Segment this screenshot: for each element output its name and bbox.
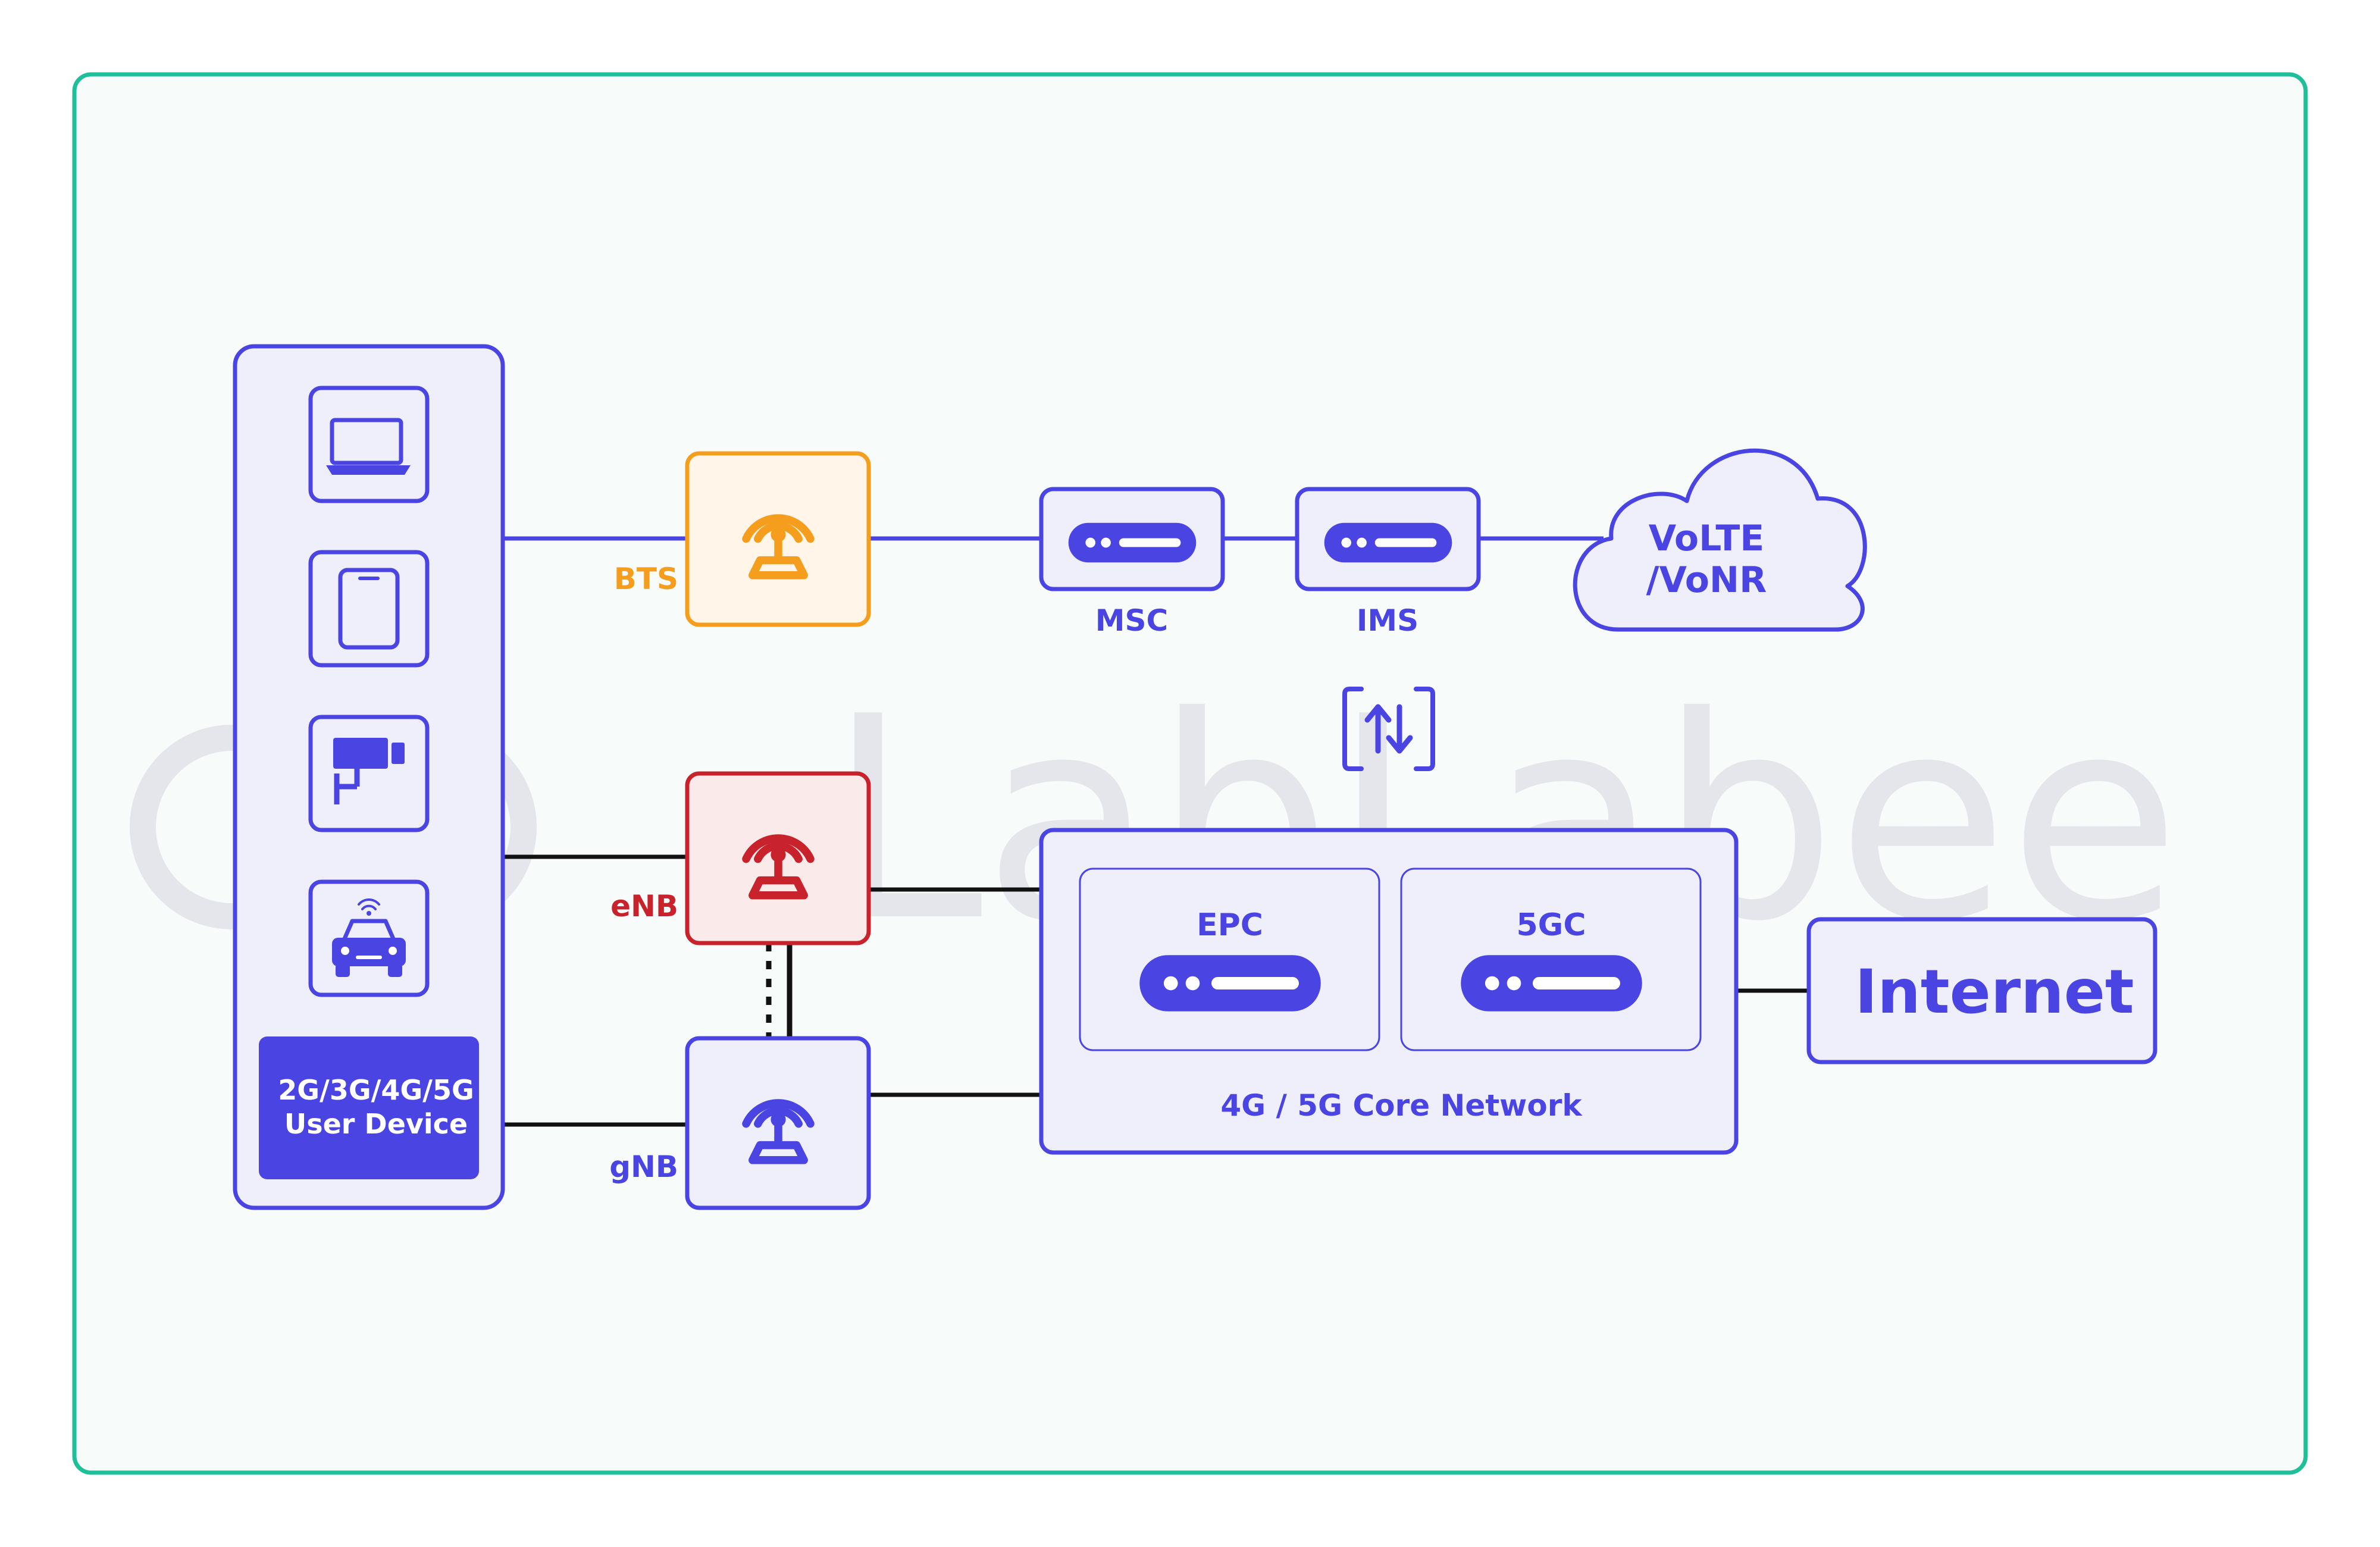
ims-label: IMS (1357, 603, 1418, 638)
internet-label: Internet (1855, 957, 2134, 1028)
camera-tile (308, 715, 430, 832)
epc-node: EPC (1079, 868, 1380, 1051)
car-tile (308, 879, 430, 997)
up-down-arrows-icon (1342, 687, 1435, 771)
internet-node: Internet (1806, 917, 2157, 1064)
server-icon (1068, 522, 1197, 563)
user-device-label-line2: User Device (284, 1108, 468, 1140)
connection-lines (503, 536, 1809, 1127)
tablet-tile (308, 550, 430, 668)
laptop-tile (308, 386, 430, 503)
core-network: EPC 5GC 4G / 5G Core Network (1039, 828, 1739, 1155)
server-icon (1461, 955, 1642, 1012)
connected-car-icon (332, 898, 406, 977)
core-network-label: 4G / 5G Core Network (1220, 1088, 1583, 1123)
fivegc-node: 5GC (1400, 868, 1702, 1051)
server-icon (1324, 522, 1452, 563)
cctv-camera-icon (333, 738, 405, 804)
user-device-panel: 2G/3G/4G/5G User Device (233, 344, 505, 1210)
user-device-label-line1: 2G/3G/4G/5G (278, 1074, 474, 1106)
msc-label: MSC (1095, 603, 1168, 638)
cloud-label-line2: /VoNR (1646, 559, 1767, 601)
msc-node (1039, 487, 1225, 591)
enb-label: eNB (610, 889, 678, 923)
laptop-icon (326, 418, 411, 475)
fivegc-label: 5GC (1516, 907, 1586, 943)
user-device-label-box (259, 1036, 479, 1179)
cloud-icon (1573, 448, 1867, 632)
enb-node (685, 771, 871, 945)
gnb-label: gNB (609, 1150, 678, 1184)
bts-label: BTS (614, 562, 678, 596)
bts-node (685, 451, 871, 627)
server-icon (1139, 955, 1321, 1012)
tablet-icon (338, 568, 400, 650)
epc-label: EPC (1197, 907, 1263, 943)
cloud-label-line1: VoLTE (1649, 518, 1765, 559)
volte-vonr-cloud: VoLTE /VoNR (1573, 448, 1867, 632)
gnb-node (685, 1036, 871, 1210)
ims-node (1295, 487, 1481, 591)
